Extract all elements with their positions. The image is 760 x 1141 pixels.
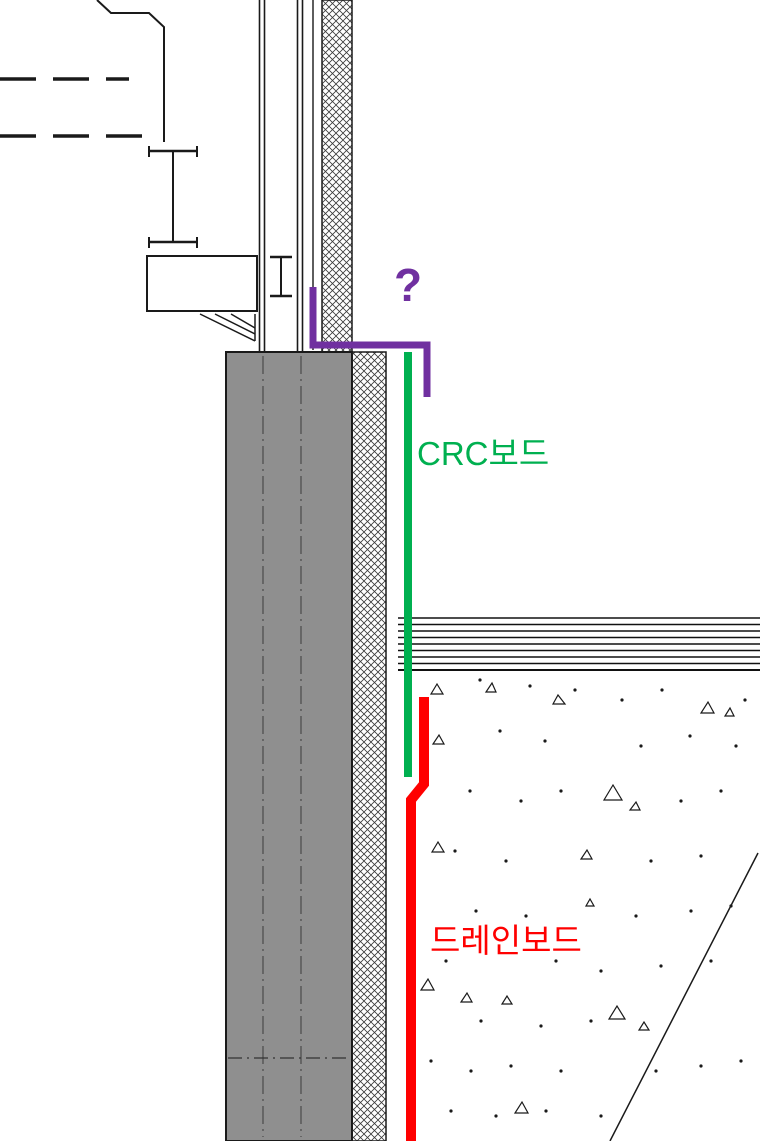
concrete-wall (225, 351, 353, 1141)
stud-lines (258, 0, 314, 352)
stud-spacer-symbol (270, 255, 292, 298)
slab-layer-lines (398, 617, 760, 671)
lower-insulation (351, 351, 387, 1141)
mounting-plate (146, 255, 258, 312)
hidden-dashed-lines (0, 77, 154, 138)
grade-diagonal-line (609, 852, 759, 1141)
drain-board-label: 드레인보드 (430, 922, 582, 959)
upper-insulation (321, 0, 353, 353)
flashing-highlight (309, 287, 431, 397)
concrete-aggregate-hatch (419, 678, 747, 1118)
question-mark-label: ? (394, 259, 423, 311)
steel-beam (148, 146, 198, 248)
crc-board-label: CRC보드 (417, 435, 550, 472)
drain-board-highlight (406, 697, 429, 1141)
top-edge-line (96, 0, 165, 142)
angle-bracket (199, 313, 256, 342)
